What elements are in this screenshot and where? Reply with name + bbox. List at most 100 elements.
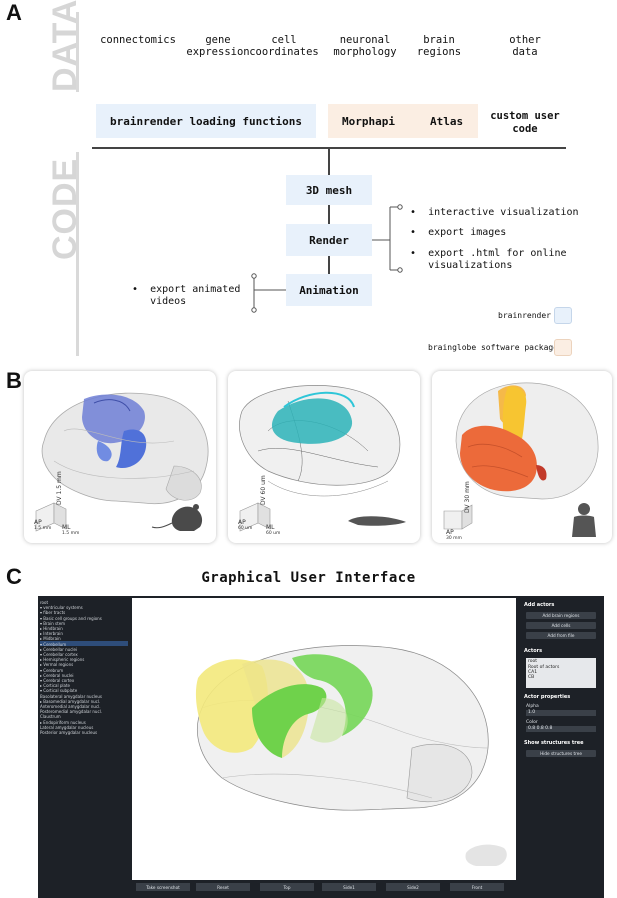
morphapi-label: Morphapi	[342, 114, 395, 128]
gui-brain-render	[195, 645, 507, 866]
output-html: • export .html for online visualizations	[410, 248, 567, 271]
animation-label: Animation	[299, 283, 359, 297]
tree-item[interactable]: ▸ Cerebral nuclei	[40, 672, 74, 678]
render-node: Render	[286, 224, 372, 256]
tree-item[interactable]: ▸ Vermal regions	[40, 662, 74, 668]
gui-window: root▾ ventricular systems▾ fiber tracts▾…	[38, 596, 604, 898]
3d-mesh-label: 3D mesh	[305, 183, 353, 197]
add-cells-button[interactable]: Add cells	[526, 622, 596, 629]
add-from-file-button[interactable]: Add from file	[526, 632, 596, 639]
tree-item[interactable]: ▾ Cerebral cortex	[40, 678, 75, 684]
actors-heading: Actors	[524, 648, 543, 654]
hide-structures-tree-button[interactable]: Hide structures tree	[526, 750, 596, 757]
tree-item[interactable]: ▾ ventricular systems	[40, 605, 83, 611]
legend-brainrender-swatch	[554, 307, 572, 324]
tree-item[interactable]: Posteromedial amygdalar nucl.	[40, 709, 103, 715]
actors-list[interactable]: root Root of actors CA1 CB	[526, 658, 596, 688]
actor-list-item-ca1[interactable]: CA1	[528, 670, 538, 675]
legend-brainglobe-swatch	[554, 339, 572, 356]
tree-item[interactable]: ▾ Brain stem	[40, 620, 66, 626]
tree-item[interactable]: Lateral amygdalar nucleus	[40, 724, 94, 730]
add-actors-heading: Add actors	[524, 602, 555, 608]
tree-item[interactable]: ▾ Cerebrum	[40, 667, 64, 673]
actor-properties-heading: Actor properties	[524, 694, 571, 700]
structure-tree[interactable]: root▾ ventricular systems▾ fiber tracts▾…	[40, 600, 128, 894]
render-label: Render	[309, 233, 349, 247]
top-camera-button[interactable]: Top	[260, 883, 314, 891]
actor-list-item-root[interactable]: root	[528, 659, 538, 664]
show-tree-heading: Show structures tree	[524, 740, 584, 746]
human-brain-render	[443, 382, 599, 537]
tree-item[interactable]: ▾ Basic cell groups and regions	[40, 615, 102, 621]
tree-item[interactable]: ▸ Midbrain	[40, 636, 61, 642]
atlas-label: Atlas	[430, 114, 464, 128]
fish-scale-dv: DV 60 um	[260, 475, 267, 505]
tree-item[interactable]: ▾ Cerebellar cortex	[40, 652, 78, 658]
code-divider-bar	[76, 152, 79, 356]
tree-item[interactable]: ▸ Interbrain	[40, 631, 63, 637]
data-source-connectomics: connectomics	[100, 34, 176, 46]
panel-label-b: B	[6, 368, 22, 393]
tree-item[interactable]: ▸ Hemispheric regions	[40, 657, 85, 663]
actor-list-item-root-of-actors[interactable]: Root of actors	[528, 665, 560, 670]
tree-item[interactable]: ▾ fiber tracts	[40, 610, 66, 616]
tree-item[interactable]: ▸ Cerebellar nuclei	[40, 646, 78, 652]
brainrender-loading-functions-label: brainrender loading functions	[109, 114, 303, 128]
panel-label-c: C	[6, 564, 22, 589]
add-brain-regions-button[interactable]: Add brain regions	[526, 612, 596, 619]
alpha-input[interactable]: 1.0	[526, 710, 596, 716]
tree-item[interactable]: ▸ Basomedial amygdalar nucl.	[40, 698, 101, 704]
color-label: Color	[526, 720, 538, 725]
human-scale-dv: DV 30 mm	[464, 481, 471, 513]
tree-item[interactable]: ▾ Cortical subplate	[40, 688, 78, 694]
front-camera-button[interactable]: Front	[450, 883, 504, 891]
output-interactive: • interactive visualization	[410, 207, 579, 218]
tree-item[interactable]: ▾ Cerebellum	[40, 641, 67, 647]
brainrender-loading-functions-box: brainrender loading functions	[96, 104, 316, 138]
tree-item[interactable]: Claustrum	[40, 714, 61, 720]
camera-button-bar: Take screenshot Reset Top Side1 Side2 Front	[132, 883, 516, 892]
panel-label-a: A	[6, 0, 22, 25]
color-input[interactable]: 0.8 0.8 0.8	[526, 726, 596, 732]
tree-item[interactable]: Anteromedial amygdalar nucl.	[40, 704, 101, 710]
3d-mesh-node: 3D mesh	[286, 175, 372, 205]
tree-selected-highlight	[40, 641, 128, 646]
animation-node: Animation	[286, 274, 372, 306]
tree-item[interactable]: Basolateral amygdalar nucleus	[40, 693, 102, 699]
zebrafish-brain-render	[239, 385, 406, 532]
data-divider-bar	[76, 12, 79, 92]
side1-camera-button[interactable]: Side1	[322, 883, 376, 891]
take-screenshot-button[interactable]: Take screenshot	[136, 883, 190, 891]
legend-brainrender-label: brainrender	[498, 311, 551, 320]
alpha-label: Alpha	[526, 704, 539, 709]
tree-item[interactable]: Posterior amygdalar nucleus	[40, 730, 98, 736]
tree-item[interactable]: root	[40, 600, 49, 605]
flow-diagram-lines	[92, 147, 566, 313]
output-videos: • export animated videos	[132, 284, 241, 307]
actor-list-item-cb[interactable]: CB	[528, 675, 535, 680]
mouse-brain-render	[35, 392, 209, 532]
reset-camera-button[interactable]: Reset	[196, 883, 250, 891]
tree-item[interactable]: ▸ Cortical plate	[40, 683, 71, 689]
side2-camera-button[interactable]: Side2	[386, 883, 440, 891]
mouse-scale-dv: DV 1.5 mm	[56, 471, 63, 505]
render-viewport[interactable]	[132, 598, 516, 880]
tree-item[interactable]: ▸ Endopiriform nucleus	[40, 719, 86, 725]
tree-item[interactable]: ▸ Hindbrain	[40, 626, 63, 632]
output-images: • export images	[410, 227, 507, 238]
right-control-panel: Add actors Add brain regions Add cells A…	[520, 600, 602, 894]
legend-brainglobe-label: brainglobe software packages	[428, 343, 563, 352]
gui-title: Graphical User Interface	[201, 570, 416, 586]
